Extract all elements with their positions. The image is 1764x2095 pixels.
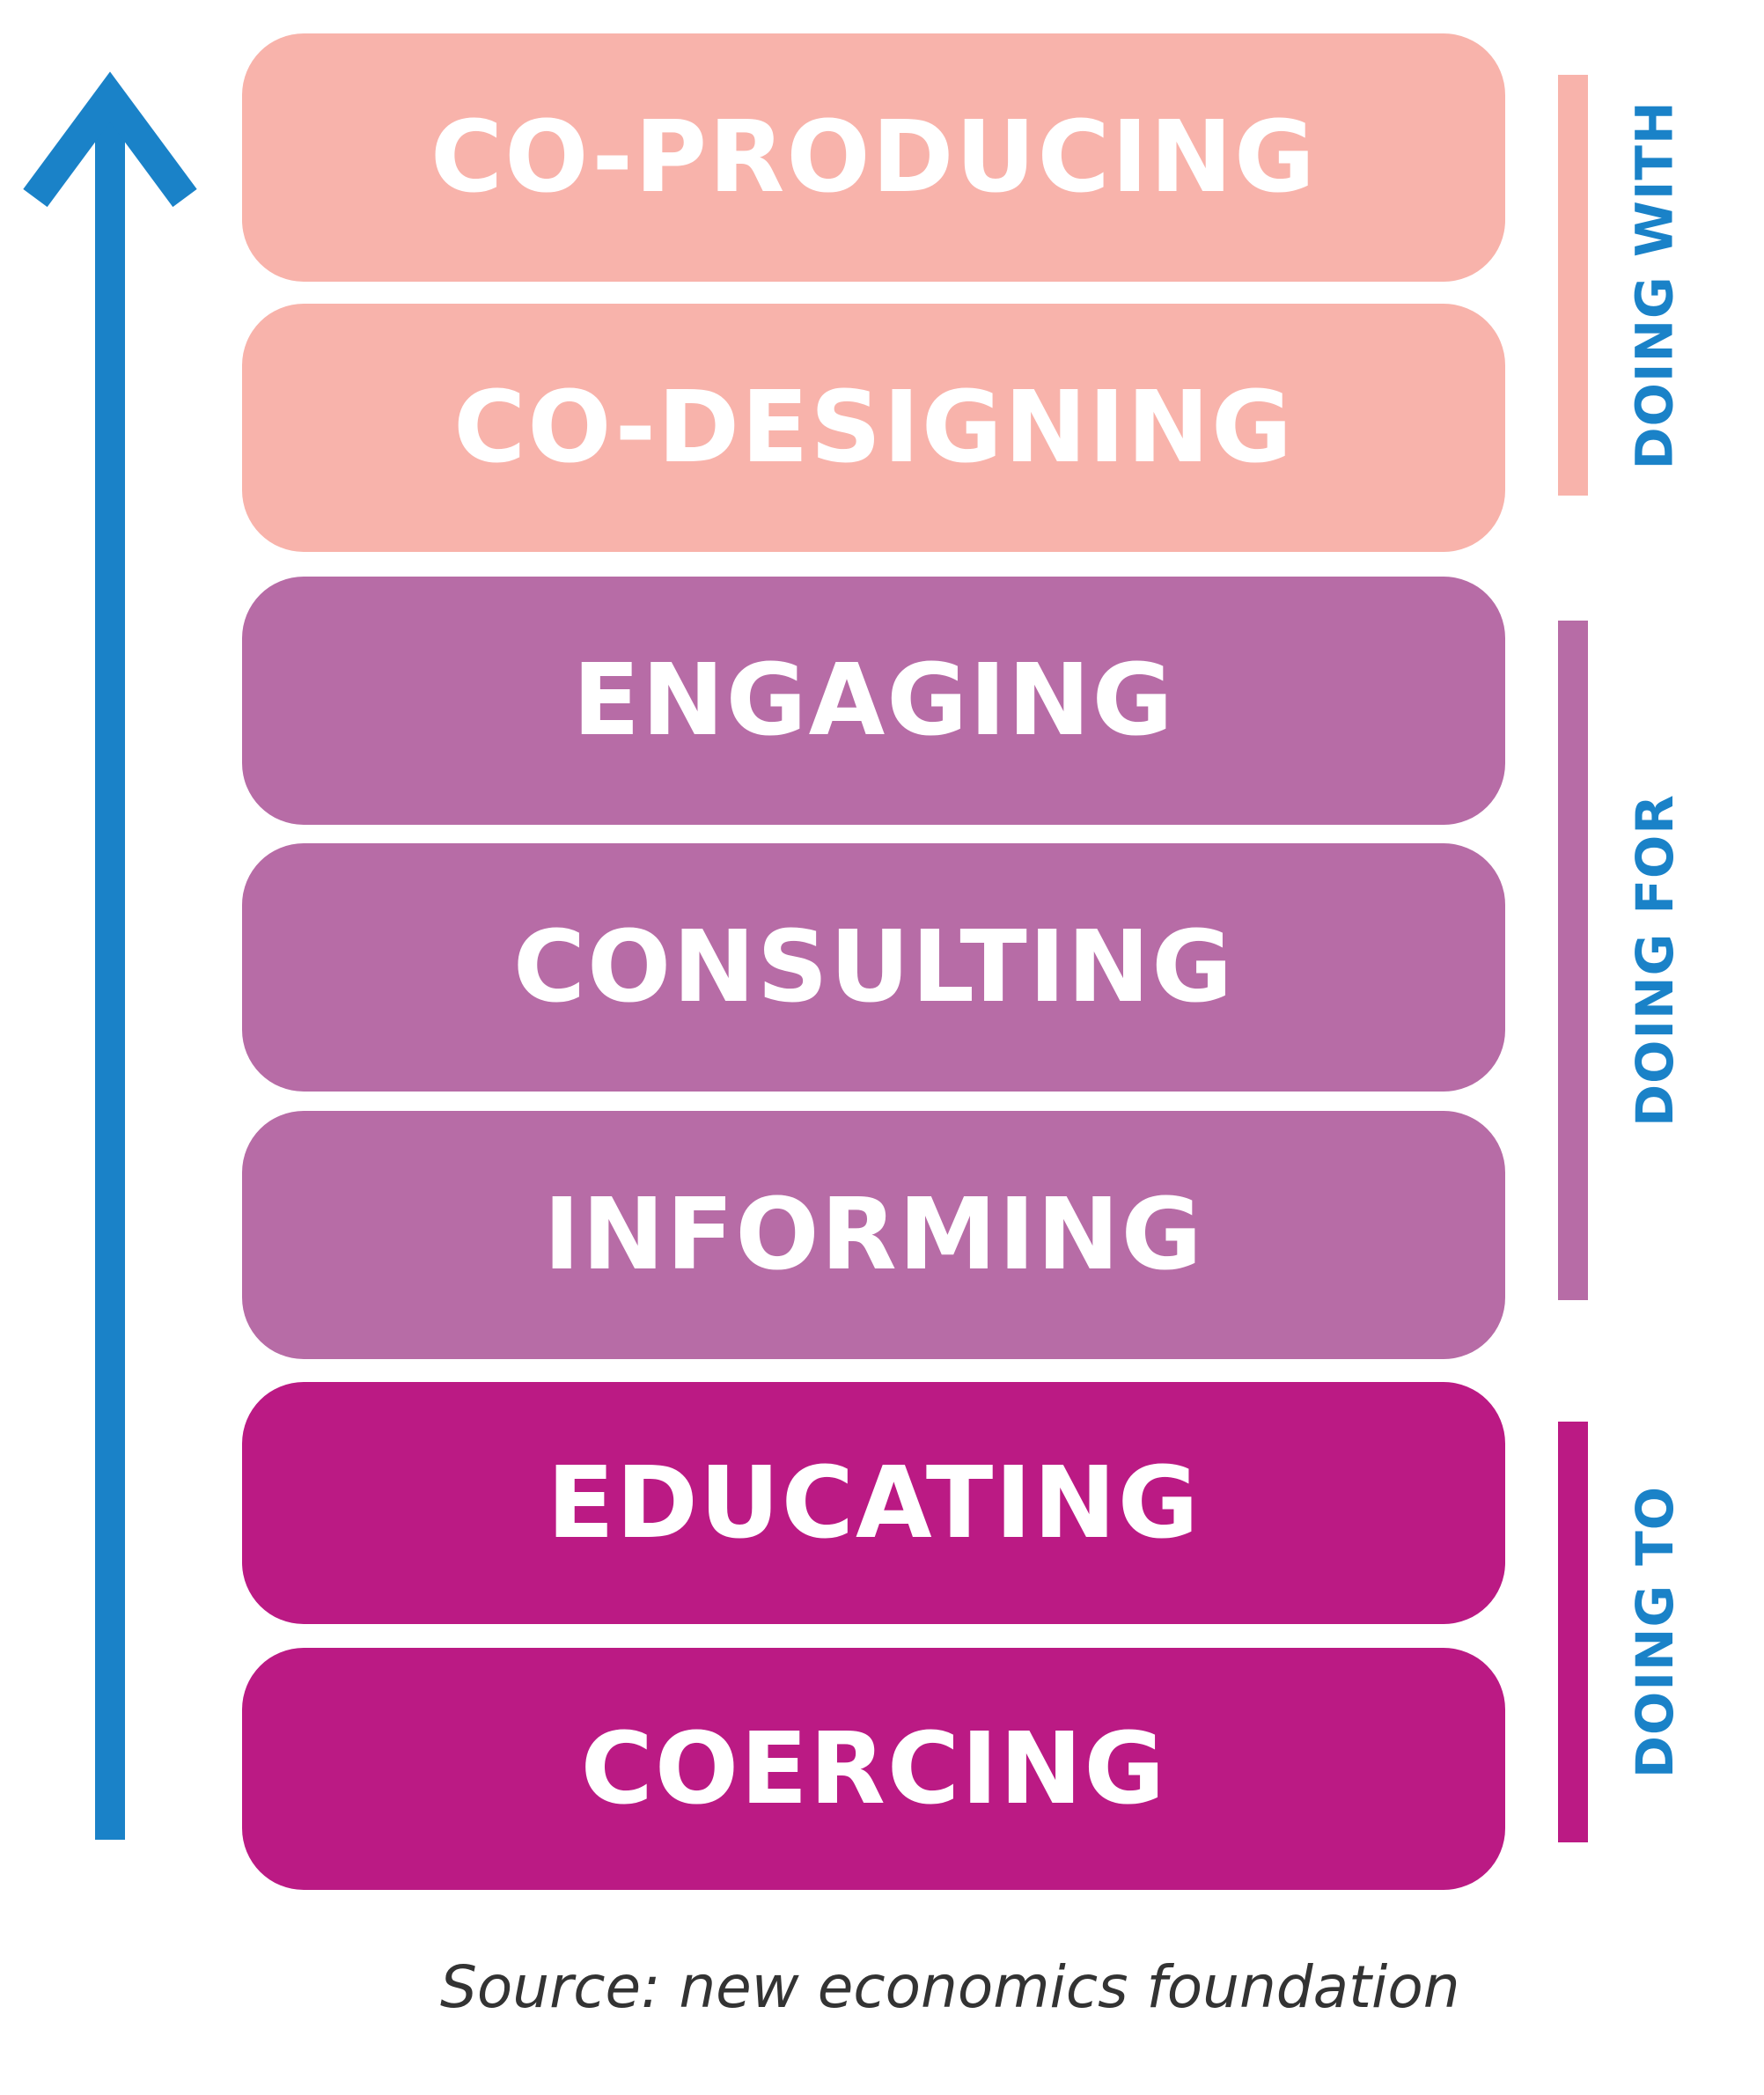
level-label: INFORMING bbox=[543, 1178, 1204, 1292]
level-label: CO-PRODUCING bbox=[430, 100, 1317, 215]
level-engaging: ENGAGING bbox=[242, 577, 1505, 825]
level-educating: EDUCATING bbox=[242, 1382, 1505, 1624]
level-co-producing: CO-PRODUCING bbox=[242, 33, 1505, 282]
group-label-doing-for: DOING FOR bbox=[1615, 621, 1694, 1300]
level-label: COERCING bbox=[580, 1711, 1167, 1827]
level-consulting: CONSULTING bbox=[242, 843, 1505, 1092]
group-label-text: DOING FOR bbox=[1625, 794, 1685, 1127]
group-label-doing-to: DOING TO bbox=[1615, 1422, 1694, 1842]
upward-arrow-icon bbox=[23, 71, 197, 1840]
group-bar-doing-to bbox=[1558, 1422, 1588, 1842]
level-coercing: COERCING bbox=[242, 1648, 1505, 1890]
source-caption: Source: new economics foundation bbox=[440, 1953, 1460, 2021]
group-label-text: DOING WITH bbox=[1625, 100, 1685, 470]
level-label: CONSULTING bbox=[512, 910, 1235, 1025]
group-bar-doing-for bbox=[1558, 621, 1588, 1300]
level-label: ENGAGING bbox=[572, 643, 1175, 758]
level-label: EDUCATING bbox=[547, 1445, 1201, 1561]
level-label: CO-DESIGNING bbox=[453, 371, 1294, 485]
group-bar-doing-with bbox=[1558, 75, 1588, 496]
group-label-doing-with: DOING WITH bbox=[1615, 75, 1694, 496]
level-co-designing: CO-DESIGNING bbox=[242, 304, 1505, 552]
level-informing: INFORMING bbox=[242, 1111, 1505, 1359]
arrow-head bbox=[23, 71, 197, 208]
group-label-text: DOING TO bbox=[1625, 1485, 1685, 1779]
